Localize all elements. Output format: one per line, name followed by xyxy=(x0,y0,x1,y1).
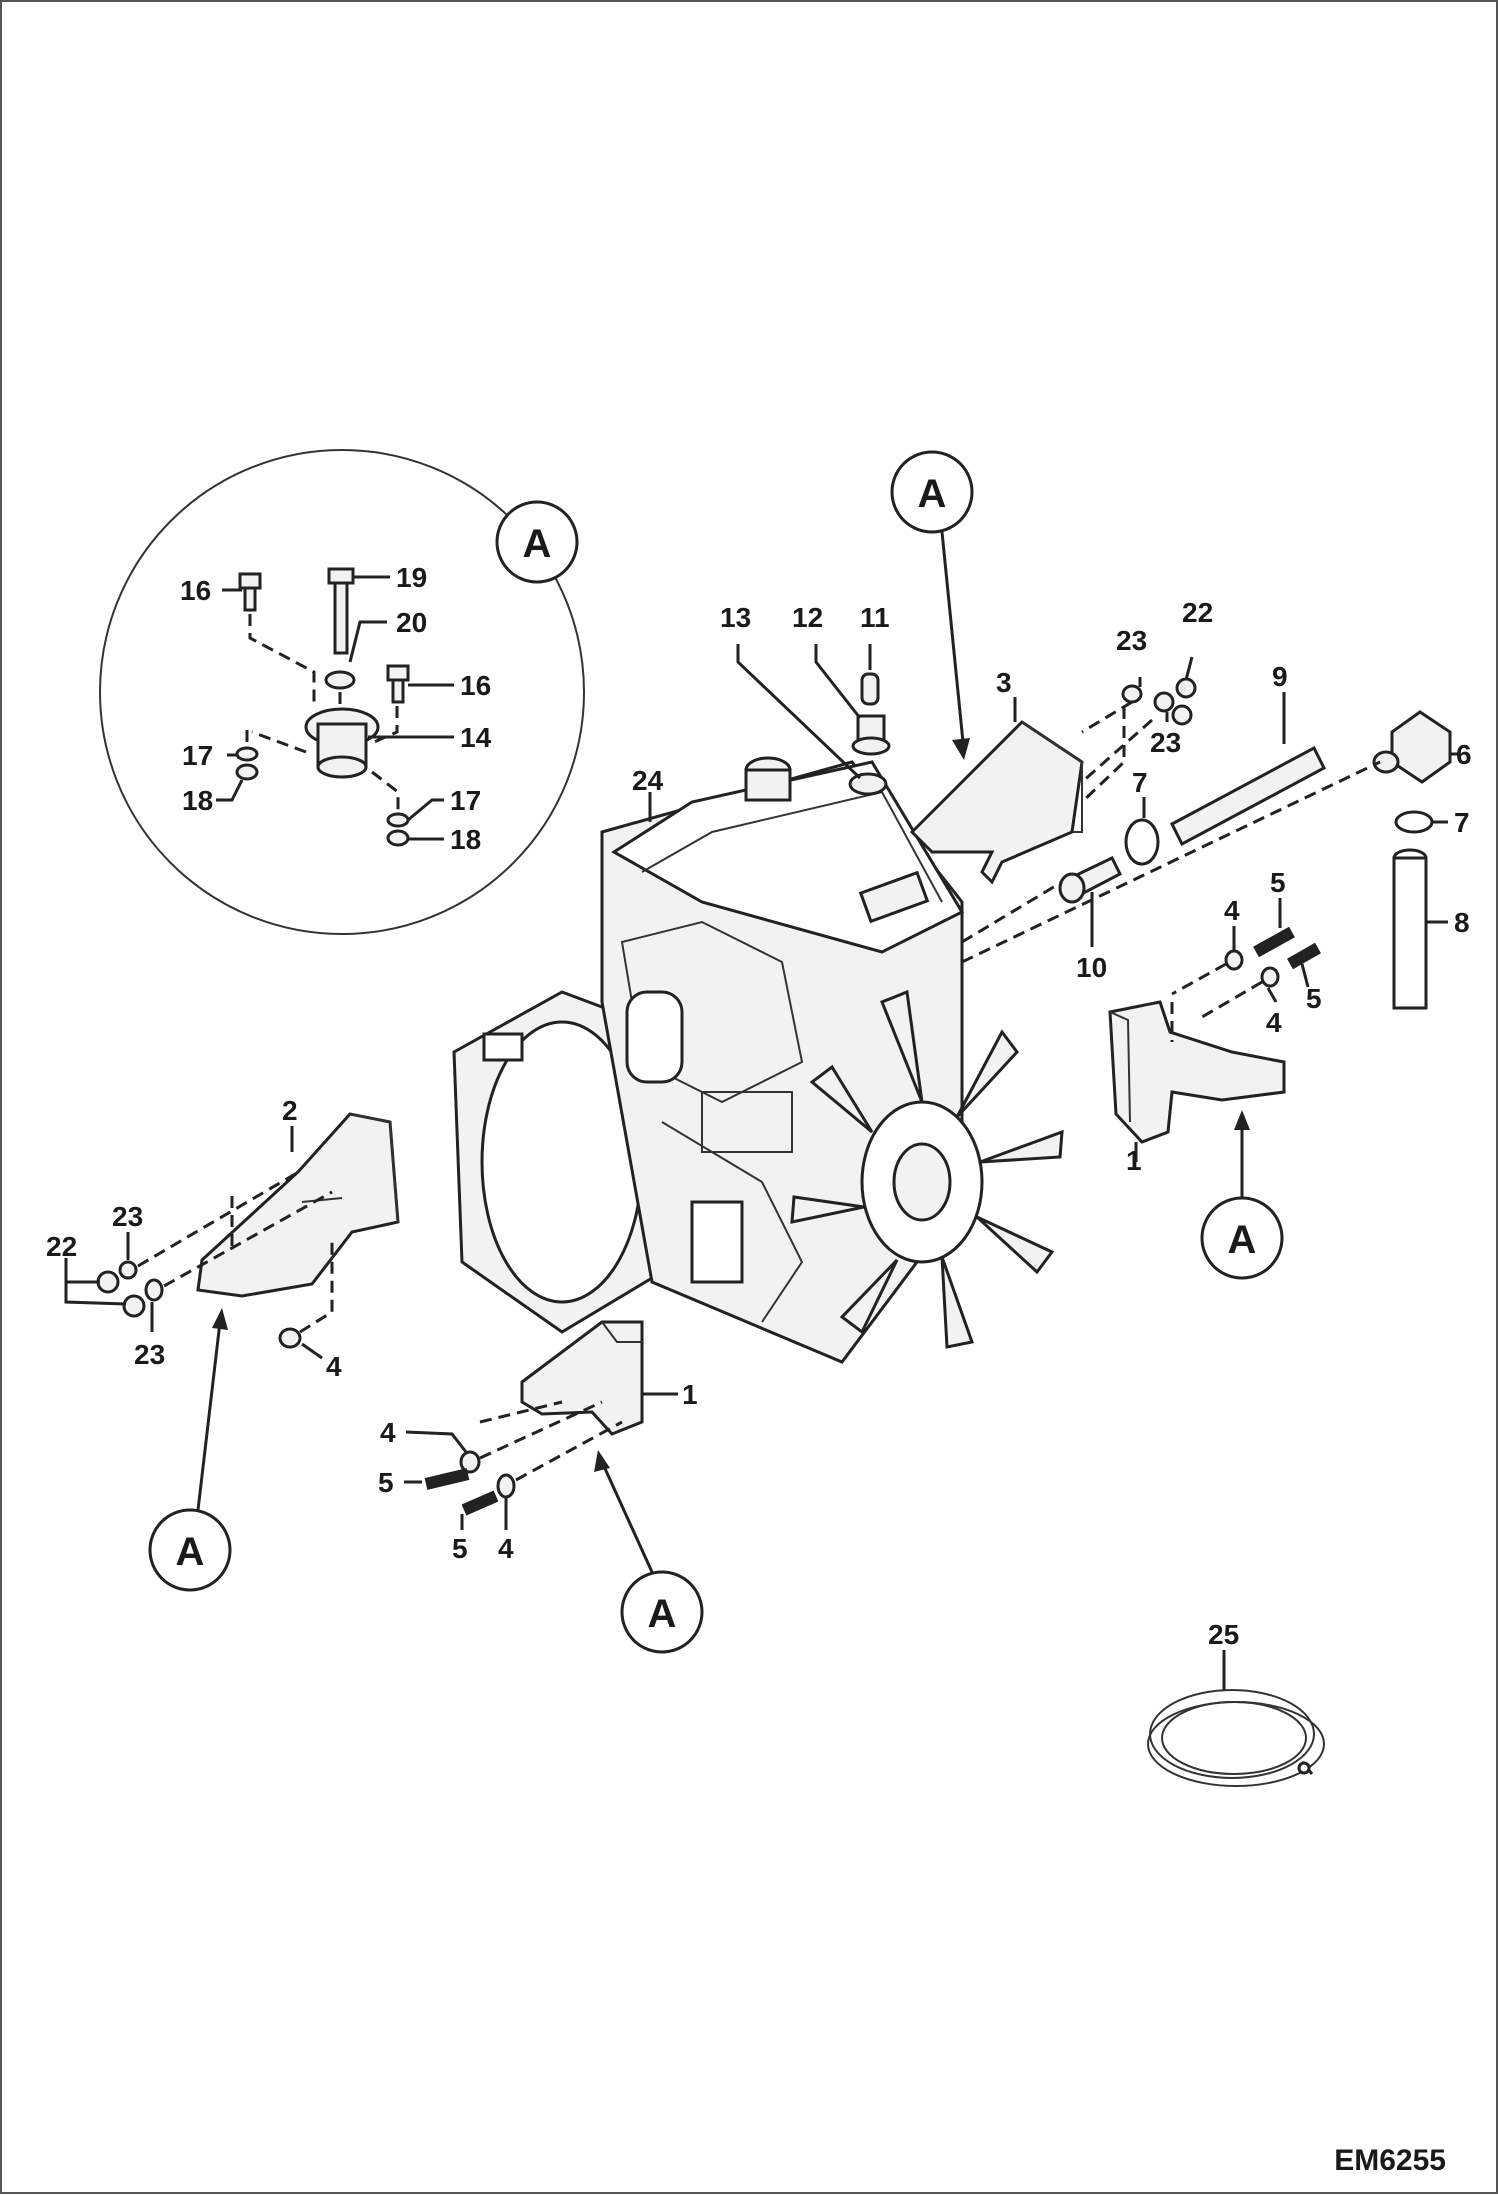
callout-19: 19 xyxy=(396,562,427,593)
callout-13: 13 xyxy=(720,602,751,633)
clamp-7-left xyxy=(1124,818,1160,866)
callout-18-right: 18 xyxy=(450,824,481,855)
sensor-11 xyxy=(860,672,880,706)
callout-5-bottom-b: 5 xyxy=(452,1533,468,1564)
bracket-2 xyxy=(196,1112,400,1298)
callout-4-bottom-a: 4 xyxy=(380,1417,396,1448)
bolt-19 xyxy=(327,567,355,655)
detail-ref-letter: A xyxy=(523,522,552,566)
washer-17-left xyxy=(235,746,259,762)
svg-text:A: A xyxy=(176,1530,205,1574)
callout-9: 9 xyxy=(1272,661,1288,692)
svg-text:A: A xyxy=(648,1592,677,1636)
hose-coil-25 xyxy=(1147,1689,1325,1787)
bolt-16-right xyxy=(386,664,410,704)
fan xyxy=(790,989,1064,1349)
elbow-6 xyxy=(1372,710,1452,784)
engine-24 xyxy=(452,756,1064,1364)
callout-20: 20 xyxy=(396,607,427,638)
washer-23-left-b xyxy=(144,1278,164,1302)
callout-11: 11 xyxy=(860,602,890,633)
clamp-7-right xyxy=(1394,810,1434,834)
callout-17-left: 17 xyxy=(182,740,213,771)
callout-5-right-b: 5 xyxy=(1306,983,1322,1014)
callout-17-right: 17 xyxy=(450,785,481,816)
washer-4-right-a xyxy=(1224,949,1244,971)
hose-9 xyxy=(1170,745,1326,847)
callout-23-left-a: 23 xyxy=(112,1201,143,1232)
callout-23-top-b: 23 xyxy=(1150,727,1181,758)
callout-25: 25 xyxy=(1208,1619,1239,1650)
callout-4-bottom-b: 4 xyxy=(498,1533,514,1564)
svg-text:A: A xyxy=(1228,1218,1257,1262)
callout-5-right-a: 5 xyxy=(1270,867,1286,898)
washer-23-top-a xyxy=(1121,684,1143,704)
callout-16-right: 16 xyxy=(460,670,491,701)
detail-ref-bubble xyxy=(495,500,579,584)
washer-23-top-b xyxy=(1153,691,1175,713)
bracket-1-right xyxy=(1108,1000,1286,1144)
callout-1-bottom: 1 xyxy=(682,1379,698,1410)
svg-text:A: A xyxy=(918,472,947,516)
callout-4-right-b: 4 xyxy=(1266,1007,1282,1038)
callout-4-right-a: 4 xyxy=(1224,895,1240,926)
washer-4-left xyxy=(278,1327,302,1349)
callout-4-left: 4 xyxy=(326,1351,342,1382)
callout-22-top: 22 xyxy=(1182,597,1213,628)
nut-22-left-a xyxy=(96,1270,120,1294)
callout-7-left: 7 xyxy=(1132,767,1148,798)
drawing-code: EM6255 xyxy=(1334,2144,1446,2177)
ref-bubble-top: A xyxy=(890,450,974,760)
callout-24: 24 xyxy=(632,765,664,796)
callout-10: 10 xyxy=(1076,952,1107,983)
nut-18-left xyxy=(235,763,259,781)
washer-20 xyxy=(324,670,356,690)
callout-22-left: 22 xyxy=(46,1231,77,1262)
callout-5-bottom-a: 5 xyxy=(378,1467,394,1498)
fitting-10 xyxy=(1058,856,1123,904)
callout-8: 8 xyxy=(1454,907,1470,938)
hose-8 xyxy=(1392,848,1428,1010)
washer-17-right xyxy=(386,812,410,828)
detail-circle xyxy=(99,449,585,935)
bolt-5-bottom-b xyxy=(461,1490,499,1516)
bolt-16-left xyxy=(238,572,262,612)
detail-view-a: A xyxy=(99,449,585,935)
nut-22-top-a xyxy=(1175,677,1197,699)
callout-12: 12 xyxy=(792,602,823,633)
bracket-1-bottom xyxy=(520,1320,644,1436)
callout-18-left: 18 xyxy=(182,785,213,816)
callout-7-right: 7 xyxy=(1454,807,1470,838)
callout-6: 6 xyxy=(1456,739,1472,770)
ref-bubble-bottom: A xyxy=(594,1450,704,1654)
engine-mount-14 xyxy=(304,707,380,779)
bolt-5-right-a xyxy=(1253,926,1295,958)
bolt-5-right-b xyxy=(1287,942,1321,970)
washer-4-bottom-b xyxy=(496,1473,516,1499)
nut-18-right xyxy=(386,829,410,847)
ref-bubble-right: A xyxy=(1200,1110,1284,1280)
washer-23-left-a xyxy=(118,1260,138,1280)
callout-2: 2 xyxy=(282,1095,298,1126)
callout-23-left-b: 23 xyxy=(134,1339,165,1370)
nut-22-top-b xyxy=(1171,704,1193,726)
nut-22-left-b xyxy=(122,1294,146,1318)
washer-4-bottom-a xyxy=(459,1450,481,1474)
washer-4-right-b xyxy=(1260,966,1280,988)
callout-14: 14 xyxy=(460,722,492,753)
washer-13 xyxy=(848,772,888,796)
callout-16-left: 16 xyxy=(180,575,211,606)
fitting-12 xyxy=(851,714,891,756)
bracket-3 xyxy=(909,697,1084,885)
bolt-5-bottom-a xyxy=(424,1468,470,1490)
ref-bubble-left: A xyxy=(148,1308,232,1592)
callout-3: 3 xyxy=(996,667,1012,698)
callout-23-top-a: 23 xyxy=(1116,625,1147,656)
callout-1-right: 1 xyxy=(1126,1145,1142,1176)
